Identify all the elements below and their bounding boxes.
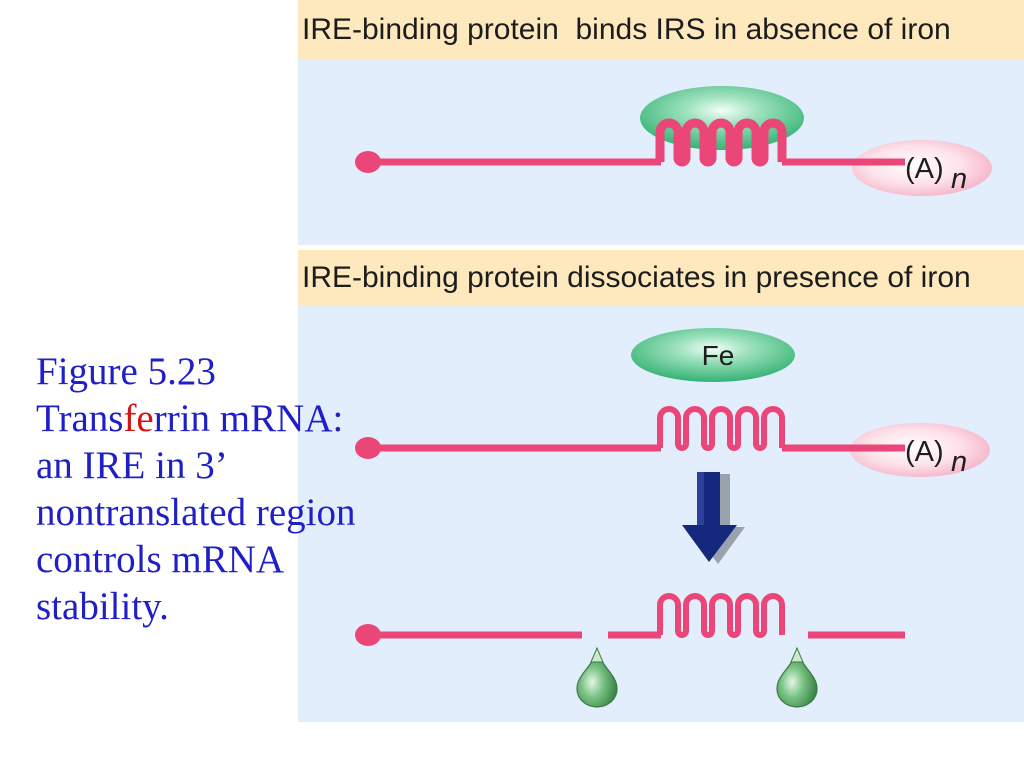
poly-a-label-row1: (A) — [905, 153, 944, 185]
ire-stem-loops-row1 — [655, 118, 787, 167]
header-presence-of-iron: IRE-binding protein dissociates in prese… — [298, 250, 1024, 306]
poly-a-tail-oval-row1 — [852, 140, 992, 196]
caption-line-stability: stability. — [36, 585, 169, 628]
nuclease-drop-icon-right — [776, 646, 818, 708]
poly-a-tail-oval-row2 — [850, 423, 990, 477]
caption-trans: Trans — [36, 397, 124, 440]
poly-a-label-row2: (A) — [905, 436, 944, 468]
caption-line-region: nontranslated region — [36, 491, 356, 534]
nuclease-drop-icon-left — [576, 646, 618, 708]
caption-line-ire: an IRE in 3’ — [36, 444, 228, 487]
ire-binding-protein-with-iron — [631, 328, 795, 382]
ire-stem-loops-row2 — [657, 406, 785, 451]
figure-caption: Figure 5.23 Transferrin mRNA: an IRE in … — [36, 348, 355, 630]
caption-fe-highlight: fe — [123, 397, 154, 440]
poly-a-subscript-row1: n — [951, 163, 967, 195]
header-absence-of-iron: IRE-binding protein binds IRS in absence… — [298, 0, 1024, 60]
caption-line-controls: controls mRNA — [36, 538, 285, 581]
poly-a-subscript-row2: n — [951, 446, 967, 478]
ire-stem-loops-row3 — [657, 593, 785, 638]
down-arrow-icon — [682, 472, 745, 564]
caption-figure-number: Figure 5.23 — [36, 350, 216, 393]
caption-rrin-mrna: rrin mRNA: — [153, 397, 344, 440]
iron-label: Fe — [702, 340, 735, 371]
caption-line-transferrin: Transferrin mRNA: — [36, 395, 355, 442]
